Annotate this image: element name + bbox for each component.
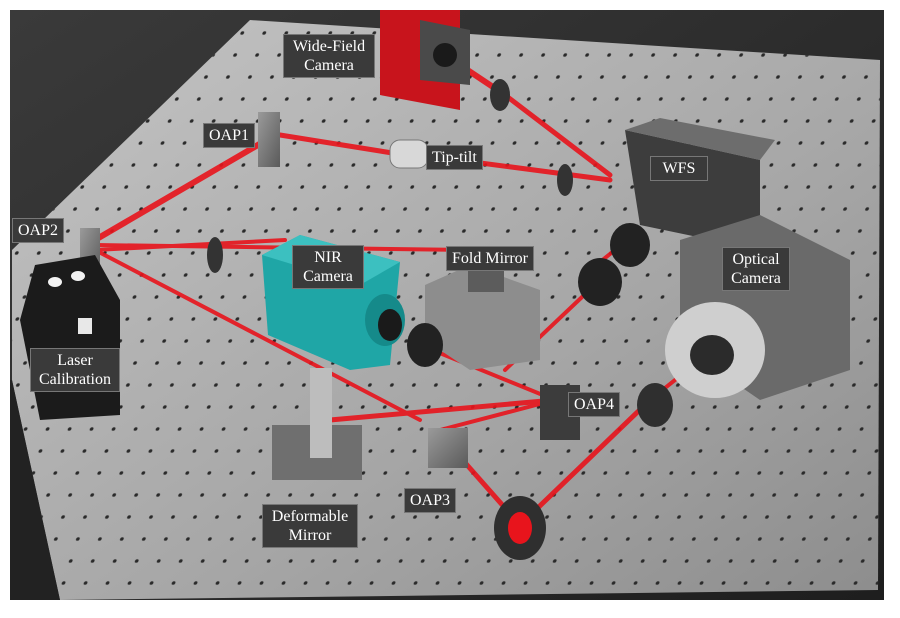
nir-camera-lens <box>378 309 402 341</box>
beam-oap2-deformable <box>93 248 422 422</box>
table-edge-shadow <box>10 380 60 600</box>
laser-port-1 <box>48 277 62 287</box>
relay-mount-1 <box>578 258 622 306</box>
label-optical-camera: Optical Camera <box>722 247 790 291</box>
label-tip-tilt: Tip-tilt <box>426 145 483 170</box>
oap5-mount <box>637 383 673 427</box>
tip-tilt-mirror <box>389 139 429 169</box>
relay-mount-4 <box>207 237 223 273</box>
deformable-mirror-post <box>310 368 332 458</box>
beam-oap3-oap4 <box>438 398 557 432</box>
label-nir-camera: NIR Camera <box>292 245 364 289</box>
label-oap4: OAP4 <box>568 392 621 417</box>
label-laser-calibration: Laser Calibration <box>30 348 120 392</box>
fold-mirror-housing <box>425 265 540 370</box>
label-oap2: OAP2 <box>12 218 65 243</box>
wfs-top <box>625 118 775 160</box>
label-oap3: OAP3 <box>404 488 457 513</box>
beam-nir-oap4 <box>418 343 557 402</box>
relay-mount-6 <box>557 164 573 196</box>
relay-mount-2 <box>610 223 650 267</box>
label-deformable-mirror: Deformable Mirror <box>262 504 358 548</box>
laser-indicator <box>78 318 92 334</box>
optical-camera-lens <box>690 335 734 375</box>
oap3-mount <box>428 428 468 468</box>
laser-port-2 <box>71 271 85 281</box>
beam-deformable-oap4 <box>327 397 558 423</box>
wide-field-camera-lens <box>433 43 457 67</box>
relay-mount-5 <box>490 79 510 111</box>
label-fold-mirror: Fold Mirror <box>446 246 534 271</box>
label-wfs: WFS <box>650 156 708 181</box>
label-wide-field-camera: Wide-Field Camera <box>283 34 375 78</box>
bottom-mirror-face <box>508 512 532 544</box>
beam-oap2-nir <box>93 238 287 252</box>
beam-oap2-oap1 <box>92 132 278 243</box>
beam-widefield-wfs <box>502 92 613 178</box>
beam-bottom-oap5 <box>517 397 653 528</box>
label-oap1: OAP1 <box>203 123 256 148</box>
relay-mount-3 <box>407 323 443 367</box>
oap1-mount <box>258 112 280 167</box>
beam-oap1-tiptilt <box>277 132 408 158</box>
